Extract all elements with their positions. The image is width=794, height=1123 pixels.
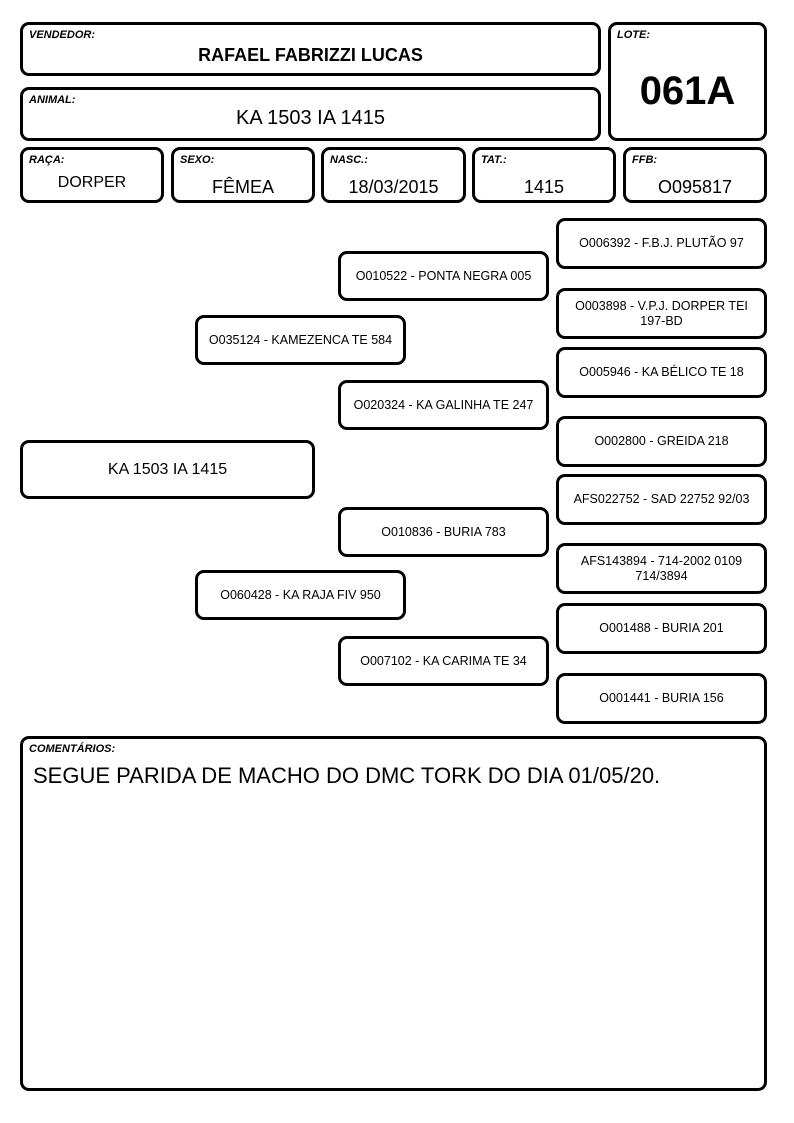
sexo-label: SEXO: bbox=[180, 154, 215, 166]
sexo-value: FÊMEA bbox=[211, 177, 274, 197]
comments-label: COMENTÁRIOS: bbox=[29, 743, 116, 755]
sexo-box: SEXO: FÊMEA bbox=[171, 147, 315, 203]
pedigree-dam-sire: O010836 - BURIA 783 bbox=[338, 507, 549, 557]
pedigree-ggp-6: AFS143894 - 714-2002 0109 714/3894 bbox=[556, 543, 767, 594]
pedigree-ggp-2: O003898 - V.P.J. DORPER TEI 197-BD bbox=[556, 288, 767, 339]
raca-value: DORPER bbox=[57, 174, 127, 191]
pedigree-ggp-1: O006392 - F.B.J. PLUTÃO 97 bbox=[556, 218, 767, 269]
vendedor-label: VENDEDOR: bbox=[29, 29, 96, 41]
pedigree-ggp-3: O005946 - KA BÉLICO TE 18 bbox=[556, 347, 767, 398]
comments-box: COMENTÁRIOS: SEGUE PARIDA DE MACHO DO DM… bbox=[20, 736, 767, 1091]
tat-value: 1415 bbox=[523, 177, 565, 197]
nasc-box: NASC.: 18/03/2015 bbox=[321, 147, 466, 203]
pedigree-sire: O035124 - KAMEZENCA TE 584 bbox=[195, 315, 406, 365]
pedigree-sire-sire: O010522 - PONTA NEGRA 005 bbox=[338, 251, 549, 301]
pedigree-dam-dam: O007102 - KA CARIMA TE 34 bbox=[338, 636, 549, 686]
animal-box: ANIMAL: KA 1503 IA 1415 bbox=[20, 87, 601, 141]
ffb-box: FFB: O095817 bbox=[623, 147, 767, 203]
ffb-value: O095817 bbox=[657, 177, 733, 197]
pedigree-ggp-8: O001441 - BURIA 156 bbox=[556, 673, 767, 724]
comments-text: SEGUE PARIDA DE MACHO DO DMC TORK DO DIA… bbox=[33, 763, 661, 788]
lote-box: LOTE: 061A bbox=[608, 22, 767, 141]
vendedor-box: VENDEDOR: RAFAEL FABRIZZI LUCAS bbox=[20, 22, 601, 76]
lote-value: 061A bbox=[639, 69, 736, 113]
tat-label: TAT.: bbox=[481, 154, 507, 166]
pedigree-sire-dam: O020324 - KA GALINHA TE 247 bbox=[338, 380, 549, 430]
pedigree-ggp-4: O002800 - GREIDA 218 bbox=[556, 416, 767, 467]
ffb-label: FFB: bbox=[632, 154, 658, 166]
vendedor-value: RAFAEL FABRIZZI LUCAS bbox=[198, 45, 423, 65]
nasc-label: NASC.: bbox=[330, 154, 368, 166]
animal-label: ANIMAL: bbox=[29, 94, 76, 106]
tat-box: TAT.: 1415 bbox=[472, 147, 616, 203]
animal-value: KA 1503 IA 1415 bbox=[235, 107, 386, 129]
raca-label: RAÇA: bbox=[29, 154, 65, 166]
pedigree-animal: KA 1503 IA 1415 bbox=[20, 440, 315, 499]
lote-label: LOTE: bbox=[617, 29, 650, 41]
raca-box: RAÇA: DORPER bbox=[20, 147, 164, 203]
pedigree-ggp-7: O001488 - BURIA 201 bbox=[556, 603, 767, 654]
pedigree-ggp-5: AFS022752 - SAD 22752 92/03 bbox=[556, 474, 767, 525]
nasc-value: 18/03/2015 bbox=[348, 177, 439, 197]
pedigree-dam: O060428 - KA RAJA FIV 950 bbox=[195, 570, 406, 620]
